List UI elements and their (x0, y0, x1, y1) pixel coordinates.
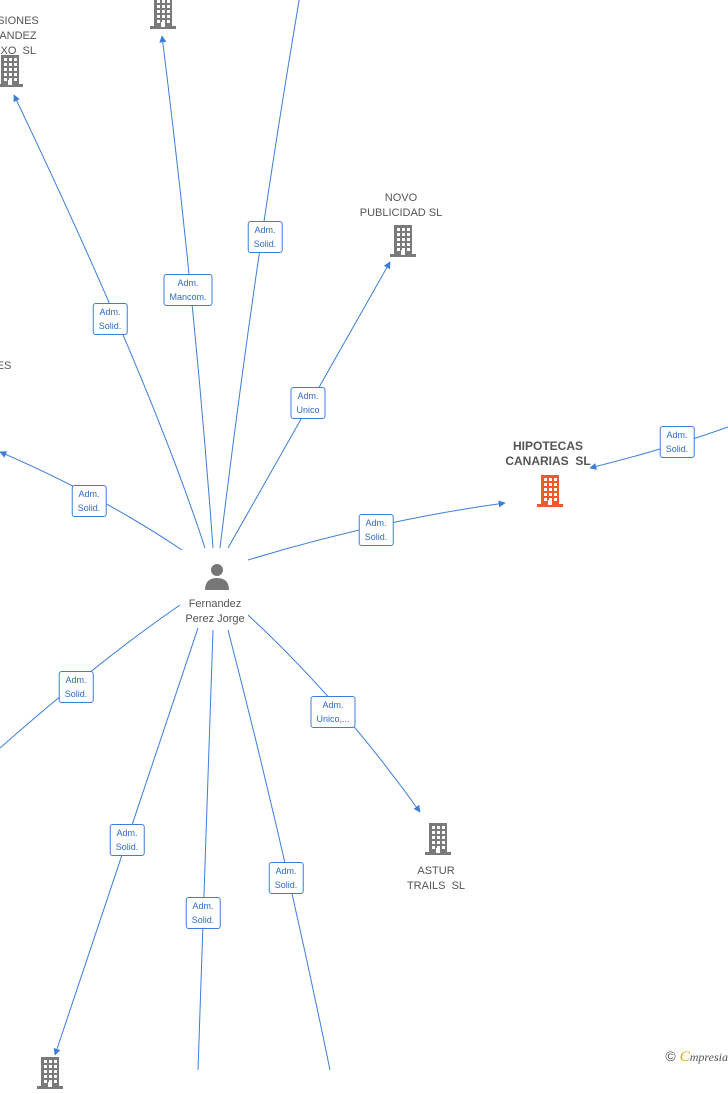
edge-label-to-astur[interactable]: Adm. Unico,... (310, 696, 356, 728)
brand-name: mpresia (689, 1050, 728, 1064)
edge-label-to-bottom-right[interactable]: Adm. Solid. (268, 862, 304, 894)
footer-brand: ©Cmpresia (665, 1048, 728, 1066)
edge-label-to-novo[interactable]: Adm. Unico (290, 387, 326, 419)
person-icon[interactable] (203, 562, 231, 595)
building-icon[interactable] (537, 473, 563, 512)
company-label-astur[interactable]: ASTUR TRAILS SL (406, 865, 466, 892)
edge-to-bottom-right (227, 629, 331, 1070)
building-icon[interactable] (37, 1055, 63, 1094)
edge-label-to-bottom-left[interactable]: Adm. Solid. (109, 824, 145, 856)
edge-label-to-inversiones[interactable]: Adm. Solid. (92, 303, 128, 335)
building-icon[interactable] (390, 223, 416, 262)
copyright-symbol: © (665, 1048, 676, 1064)
edge-to-lower-left (0, 604, 181, 749)
edge-label-to-bottom-mid[interactable]: Adm. Solid. (185, 897, 221, 929)
edge-label-to-left-es[interactable]: Adm. Solid. (71, 485, 107, 517)
edge-label-to-top-cut[interactable]: Adm. Mancom. (163, 274, 213, 306)
edge-label-to-lower-left[interactable]: Adm. Solid. (58, 671, 94, 703)
building-icon[interactable] (150, 0, 176, 34)
building-icon[interactable] (0, 53, 23, 92)
company-label-novo[interactable]: NOVO PUBLICIDAD SL (359, 192, 443, 219)
brand-initial: C (679, 1049, 690, 1065)
company-label-inversiones[interactable]: RSIONES NANDEZ OXO SL (0, 15, 39, 57)
edge-to-top-right (219, 0, 300, 549)
person-name[interactable]: Fernandez Perez Jorge (185, 598, 245, 625)
edge-label-to-top-right[interactable]: Adm. Solid. (247, 221, 283, 253)
edge-label-right-to-hipotecas[interactable]: Adm. Solid. (659, 426, 695, 458)
edge-to-bottom-mid (197, 629, 214, 1070)
edge-to-inversiones (13, 94, 206, 549)
building-icon[interactable] (425, 821, 451, 860)
company-label-left-es[interactable]: ES (0, 360, 12, 372)
edge-label-to-hipotecas[interactable]: Adm. Solid. (358, 514, 394, 546)
company-label-hipotecas[interactable]: HIPOTECAS CANARIAS SL (505, 439, 591, 468)
